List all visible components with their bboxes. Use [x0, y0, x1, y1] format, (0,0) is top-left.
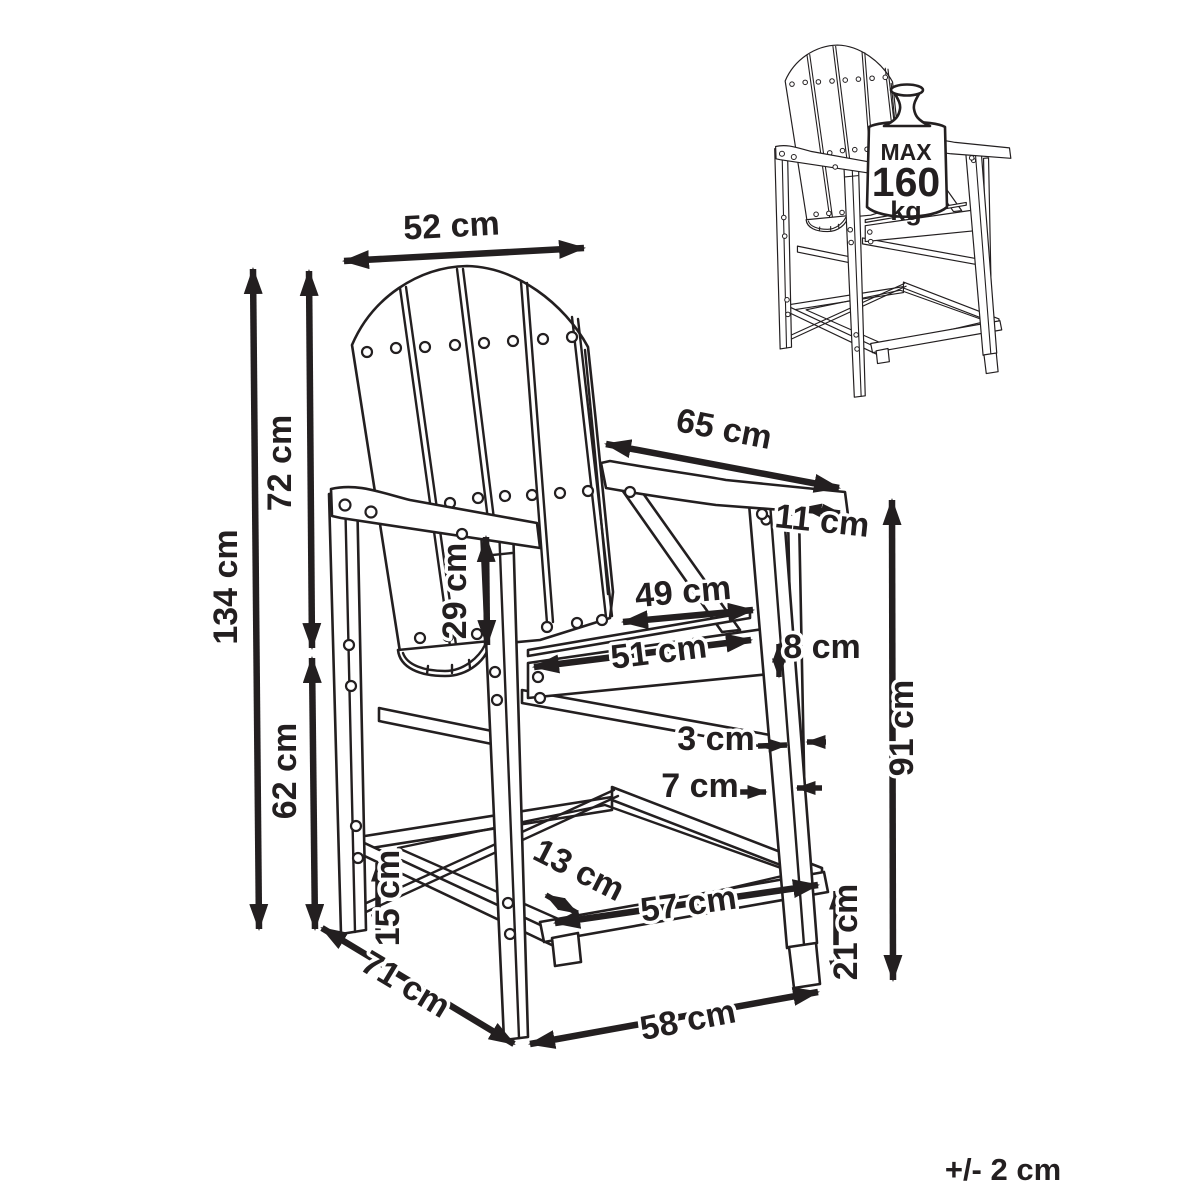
dim-label-apron-height: 8 cm [783, 628, 861, 666]
front-left-leg [327, 488, 368, 936]
dim-label-front-leg: 7 cm [661, 767, 739, 805]
dim-label-under-seat: 62 cm [266, 723, 304, 819]
dim-label-rear-leg: 3 cm [677, 720, 755, 758]
max-load-line2: 160 [872, 159, 940, 205]
back-screw-holes [360, 330, 609, 645]
dim-label-armrest-height: 29 cm [436, 543, 474, 639]
dim-label-backrest-height: 72 cm [261, 415, 299, 511]
max-load-line1: MAX [880, 139, 932, 165]
dimension-arrows [243, 239, 903, 1049]
dim-label-armrest-length: 65 cm [673, 401, 775, 457]
dim-label-foot-height: 15 cm [369, 850, 407, 946]
dim-label-footrest-offset: 13 cm [527, 831, 630, 909]
dim-label-footrest-width: 57 cm [638, 879, 739, 930]
dim-label-back-width: 52 cm [402, 205, 500, 248]
tolerance-note: +/- 2 cm [945, 1152, 1061, 1187]
max-load-line3: kg [890, 196, 922, 226]
dim-label-footrest-clearance: 21 cm [827, 884, 865, 980]
max-load-weight: MAX 160 kg [865, 83, 949, 226]
dim-label-seat-height: 91 cm [883, 680, 921, 776]
dim-label-base-depth: 71 cm [355, 943, 457, 1025]
left-side-rail [377, 706, 494, 746]
left-armrest [329, 485, 542, 550]
dim-label-base-width: 58 cm [637, 992, 739, 1048]
dim-label-total-height: 134 cm [207, 529, 245, 644]
